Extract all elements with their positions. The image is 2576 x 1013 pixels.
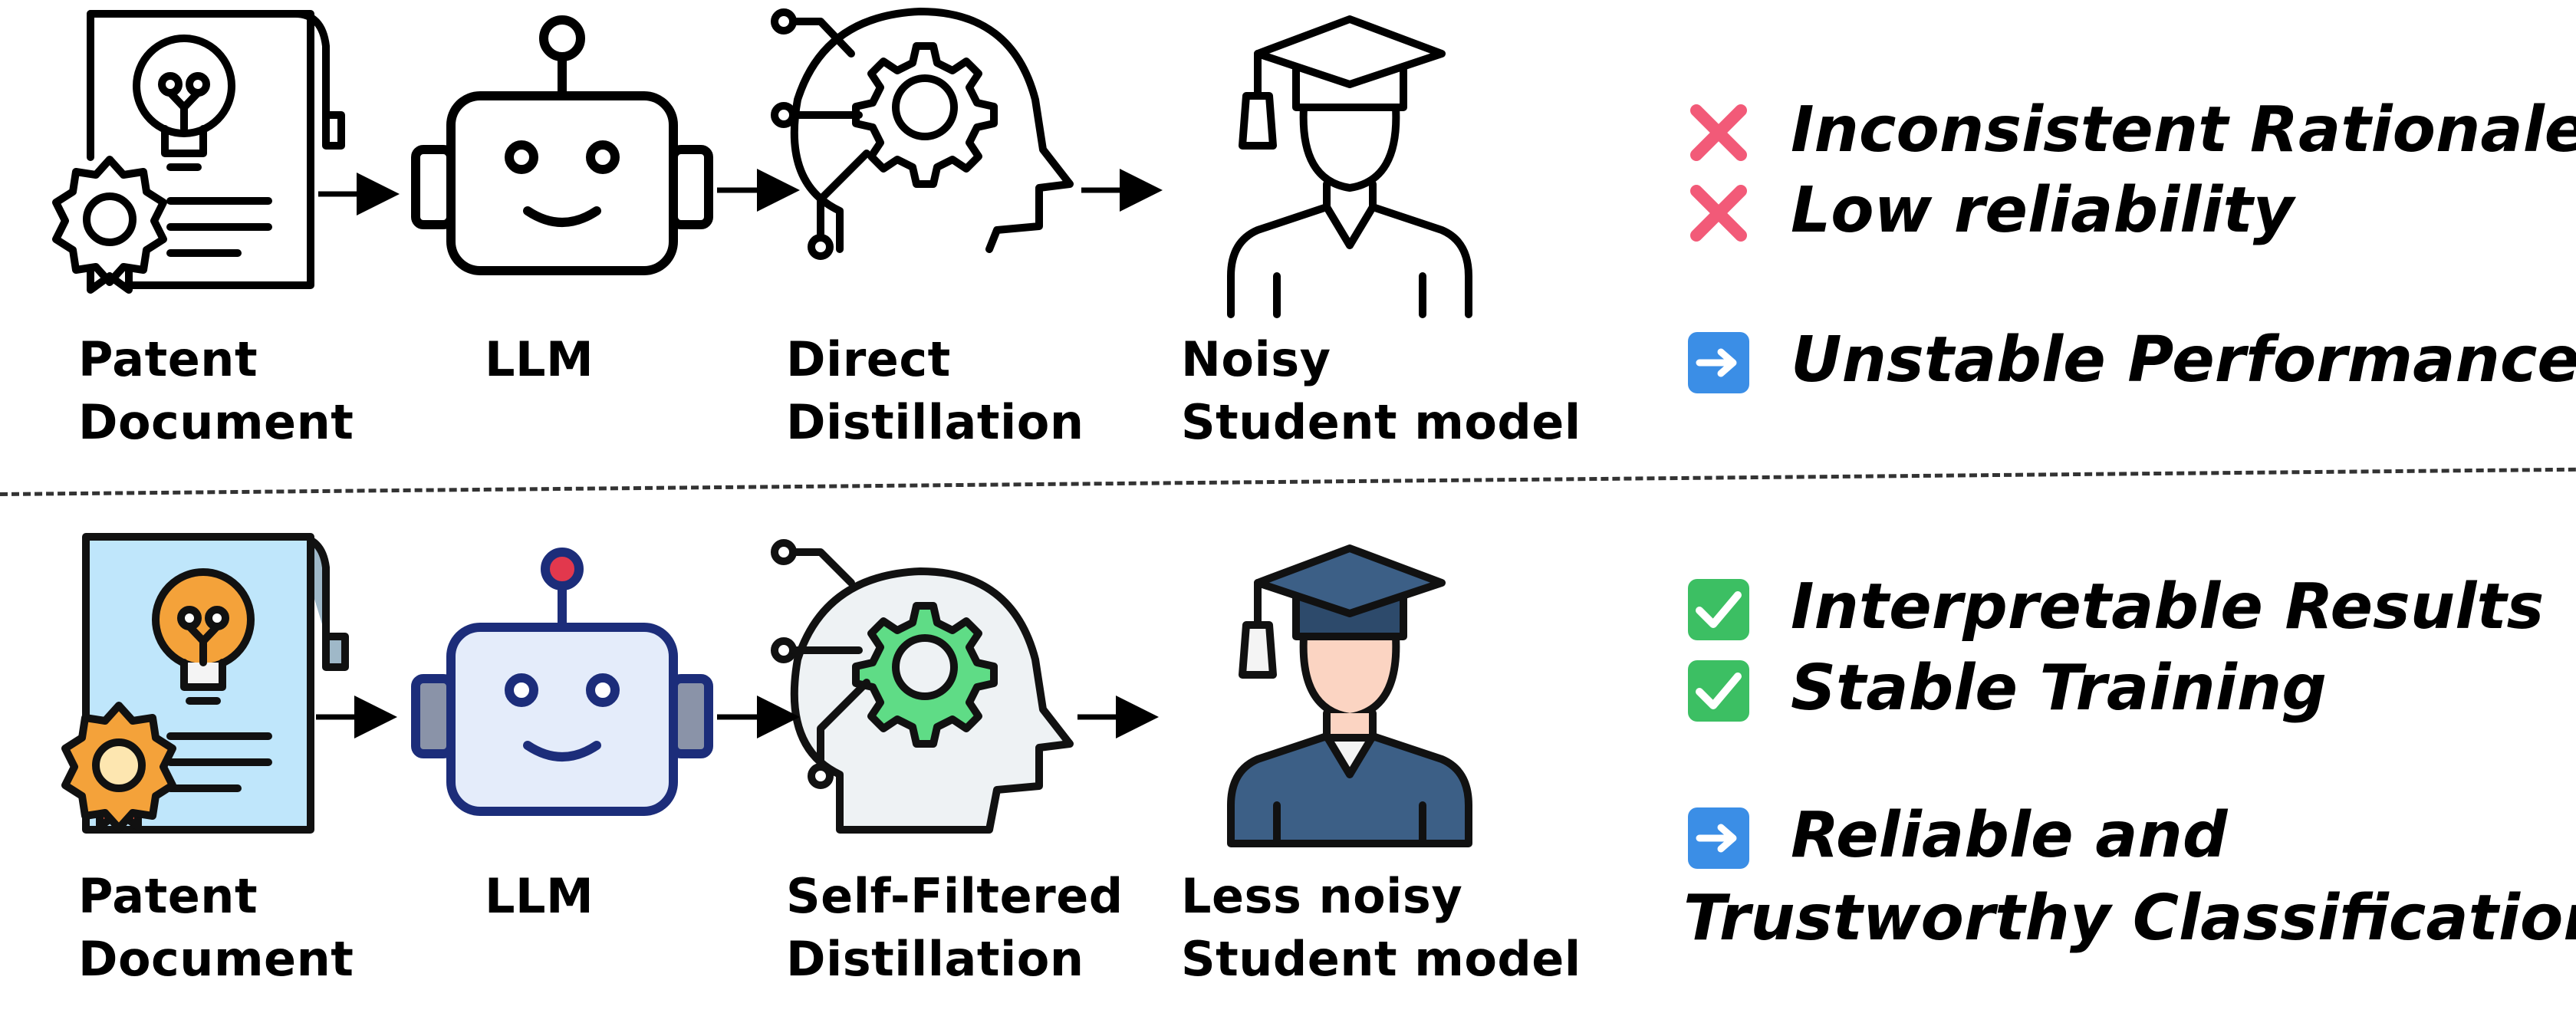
check-mark-icon — [1688, 579, 1749, 640]
patent-document-colored-icon — [61, 533, 349, 834]
noisy-student-icon — [1227, 15, 1472, 318]
outcome-unstable-performance: Unstable Performance — [1791, 324, 2576, 396]
cross-mark-icon — [1690, 104, 1747, 161]
self-filtered-head-icon — [771, 539, 1074, 834]
direct-distillation-head-icon — [771, 8, 1074, 260]
outcome-inconsistent-rationales: Inconsistent Rationales — [1791, 94, 2576, 166]
outcome-stable-training: Stable Training — [1791, 652, 2327, 725]
less-noisy-student-icon — [1227, 544, 1472, 847]
patent-document-icon — [52, 10, 345, 294]
outcome-low-reliability: Low reliability — [1791, 174, 2295, 247]
outcome-reliable-and: Reliable and — [1791, 799, 2228, 872]
stage-label-llm-bottom: LLM — [485, 868, 594, 924]
top-flow-arrows — [318, 169, 1163, 215]
llm-robot-colored-icon — [411, 548, 713, 816]
right-arrow-icon — [1688, 807, 1749, 869]
outcome-trustworthy-classification: Trustworthy Classification — [1683, 882, 2576, 955]
llm-robot-icon — [411, 15, 713, 275]
cross-mark-icon — [1690, 185, 1747, 242]
outcome-interpretable-results: Interpretable Results — [1791, 571, 2545, 643]
right-arrow-icon — [1688, 332, 1749, 393]
check-mark-icon — [1688, 660, 1749, 722]
stage-label-llm-top: LLM — [485, 331, 594, 387]
